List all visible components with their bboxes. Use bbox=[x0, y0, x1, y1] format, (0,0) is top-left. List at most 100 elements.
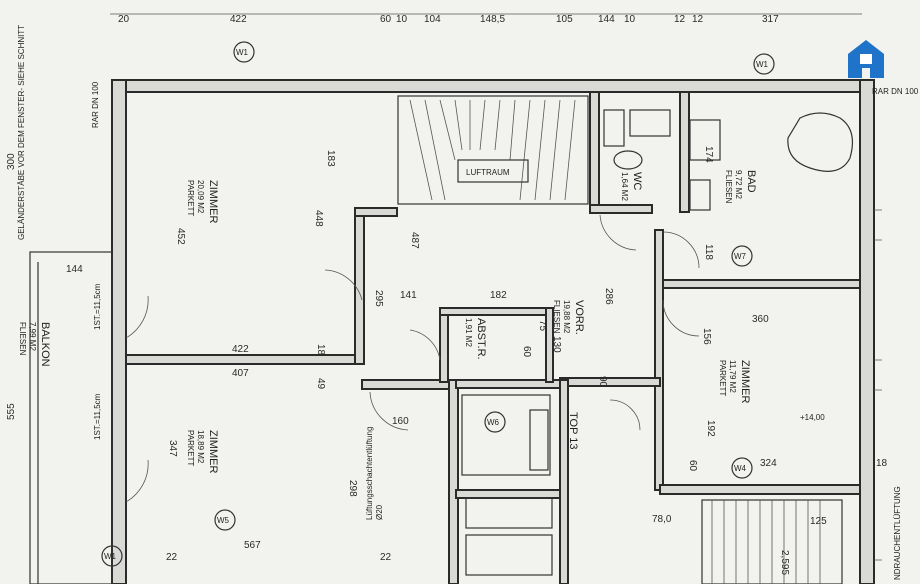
svg-text:BAD: BAD bbox=[745, 170, 757, 193]
dim: 422 bbox=[232, 344, 249, 355]
dim: 182 bbox=[490, 290, 507, 301]
dim: 567 bbox=[244, 540, 261, 551]
svg-text:W7: W7 bbox=[734, 252, 747, 261]
svg-text:ZIMMER: ZIMMER bbox=[207, 430, 219, 473]
dim: 156 bbox=[701, 328, 712, 345]
luftraum-label: LUFTRAUM bbox=[466, 168, 510, 177]
window-mark-w4: W4 bbox=[731, 457, 753, 479]
rar-label-left: RAR DN 100 bbox=[91, 81, 100, 128]
dim: 2,595 bbox=[779, 550, 790, 575]
svg-text:BALKON: BALKON bbox=[39, 322, 51, 367]
dim: 144 bbox=[66, 264, 83, 275]
wall-shaft-west bbox=[448, 379, 459, 584]
door-swing bbox=[125, 459, 149, 503]
toilet-icon bbox=[613, 150, 643, 170]
gelaender-note: GELÄNDERSTÄBE VOR DEM FENSTER- SIEHE SCH… bbox=[17, 25, 26, 240]
dim: 160 bbox=[392, 416, 409, 427]
window-mark-w5: W5 bbox=[214, 509, 236, 531]
dim: 78,0 bbox=[652, 514, 672, 525]
dim: 125 bbox=[810, 516, 827, 527]
door-swing bbox=[662, 231, 700, 269]
outer-wall-left bbox=[111, 79, 127, 584]
dim: 324 bbox=[760, 458, 777, 469]
svg-text:1,91 M2: 1,91 M2 bbox=[464, 318, 473, 347]
svg-text:RAR DN 100: RAR DN 100 bbox=[91, 81, 100, 128]
door-swing bbox=[324, 269, 363, 301]
window-mark-w7: W7 bbox=[731, 245, 753, 267]
svg-text:W1: W1 bbox=[104, 552, 117, 561]
svg-text:Ø20: Ø20 bbox=[375, 504, 384, 520]
svg-text:ZIMMER: ZIMMER bbox=[207, 180, 219, 223]
room-label-wc: WC 1,64 M2 bbox=[620, 172, 643, 201]
ist-note: 1ST.=11,5cm bbox=[93, 393, 102, 440]
rar-label-right: RAR DN 100 bbox=[872, 87, 919, 96]
wall-wc-south bbox=[589, 204, 653, 214]
top-dim: 10 bbox=[624, 14, 636, 25]
svg-text:11,79 M2: 11,79 M2 bbox=[728, 360, 737, 393]
wall-corridor-top bbox=[354, 207, 398, 217]
svg-text:FLIESEN: FLIESEN bbox=[724, 170, 733, 204]
dim: 22 bbox=[166, 552, 178, 563]
top-dim: 104 bbox=[424, 14, 441, 25]
shaft bbox=[461, 394, 551, 476]
svg-text:PARKETT: PARKETT bbox=[186, 180, 195, 216]
wall-wc-west bbox=[589, 91, 600, 211]
door-swing bbox=[125, 295, 149, 339]
svg-text:GELÄNDERSTÄBE VOR DEM FENSTER-: GELÄNDERSTÄBE VOR DEM FENSTER- SIEHE SCH… bbox=[17, 25, 26, 240]
entlueftung-label: NDRAUCHENTLÜFTUNG bbox=[893, 486, 902, 580]
svg-text:19,88 M2: 19,88 M2 bbox=[562, 300, 571, 334]
svg-text:W1: W1 bbox=[236, 48, 249, 57]
ist-note: 1ST.=11,5cm bbox=[93, 283, 102, 330]
svg-text:WC: WC bbox=[631, 172, 643, 190]
svg-text:18,89 M2: 18,89 M2 bbox=[196, 430, 205, 464]
room-label-zimmer-3: ZIMMER 11,79 M2 PARKETT bbox=[718, 360, 751, 403]
wall-room1-east bbox=[354, 207, 365, 365]
top-dim: 10 bbox=[396, 14, 408, 25]
dim: 295 bbox=[373, 290, 384, 307]
top-dim: 422 bbox=[230, 14, 247, 25]
svg-text:W1: W1 bbox=[756, 60, 769, 69]
door-swing bbox=[662, 299, 700, 337]
svg-text:FLIESEN: FLIESEN bbox=[552, 300, 561, 334]
top-dim: 148,5 bbox=[480, 14, 505, 25]
wall-room3-south bbox=[659, 484, 861, 495]
wall-bad-south bbox=[654, 279, 861, 289]
dim: 141 bbox=[400, 290, 417, 301]
wall-abst-north bbox=[439, 307, 551, 316]
svg-text:1ST.=11,5cm: 1ST.=11,5cm bbox=[93, 393, 102, 440]
staircase bbox=[397, 95, 589, 205]
window-mark-w1-right: W1 bbox=[753, 53, 775, 75]
wall-shaft-east bbox=[559, 379, 569, 584]
top-dim: 20 bbox=[118, 14, 130, 25]
dim: 60 bbox=[521, 346, 532, 358]
dim: 22 bbox=[380, 552, 392, 563]
svg-text:20,09 M2: 20,09 M2 bbox=[196, 180, 205, 214]
dim: 407 bbox=[232, 368, 249, 379]
svg-text:ZIMMER: ZIMMER bbox=[739, 360, 751, 403]
svg-text:PARKETT: PARKETT bbox=[186, 430, 195, 466]
room-label-zimmer-2: ZIMMER 18,89 M2 PARKETT bbox=[186, 430, 219, 473]
dim: 183 bbox=[325, 150, 336, 167]
svg-text:TOP 13: TOP 13 bbox=[567, 412, 579, 450]
window-mark-w1-top: W1 bbox=[233, 41, 255, 63]
top-dim: 60 bbox=[380, 14, 392, 25]
top-dim: 105 bbox=[556, 14, 573, 25]
svg-text:NDRAUCHENTLÜFTUNG: NDRAUCHENTLÜFTUNG bbox=[893, 486, 902, 580]
dim: 174 bbox=[703, 146, 714, 163]
room-label-zimmer-1: ZIMMER 20,09 M2 PARKETT bbox=[186, 180, 219, 223]
svg-text:W4: W4 bbox=[734, 464, 747, 473]
dim: 360 bbox=[752, 314, 769, 325]
top-label: TOP 13 bbox=[567, 412, 579, 450]
top-dim: 317 bbox=[762, 14, 779, 25]
room-label-bad: BAD 9,72 M2 FLIESEN bbox=[724, 170, 757, 204]
svg-text:Lüftungsschachtentlüftung: Lüftungsschachtentlüftung bbox=[365, 427, 374, 520]
dim: 130 bbox=[551, 336, 562, 353]
house-logo-icon bbox=[848, 40, 884, 78]
svg-text:1ST.=11,5cm: 1ST.=11,5cm bbox=[93, 283, 102, 330]
outer-wall-top bbox=[111, 79, 873, 93]
wall-bad-west bbox=[679, 91, 690, 213]
outer-wall-right bbox=[859, 79, 875, 584]
balcony-outline bbox=[29, 251, 113, 584]
room-label-vorr: VORR. 19,88 M2 FLIESEN bbox=[552, 300, 585, 335]
